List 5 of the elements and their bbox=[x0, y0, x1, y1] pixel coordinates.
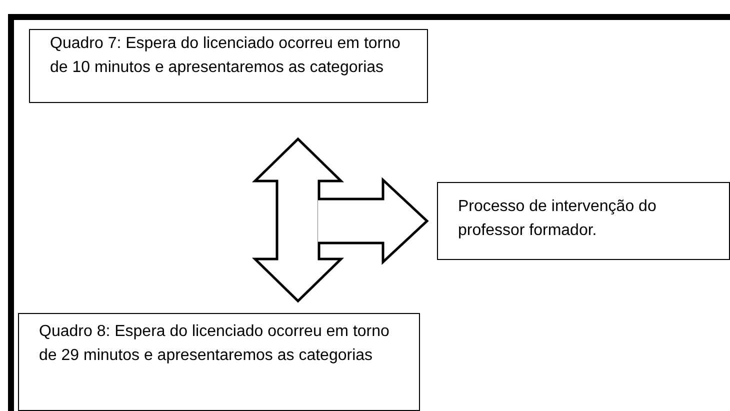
block-arrow bbox=[252, 137, 344, 303]
text-box: Quadro 8: Espera do licenciado ocorreu em torno de 29 minutos e apresentaremos as categorias bbox=[18, 313, 420, 411]
block-arrow-branch bbox=[316, 177, 429, 265]
text-box: Quadro 7: Espera do licenciado ocorreu em torno de 10 minutos e apresentaremos as categorias bbox=[29, 29, 428, 103]
text-box: Processo de intervenção do professor formador. bbox=[437, 182, 730, 260]
